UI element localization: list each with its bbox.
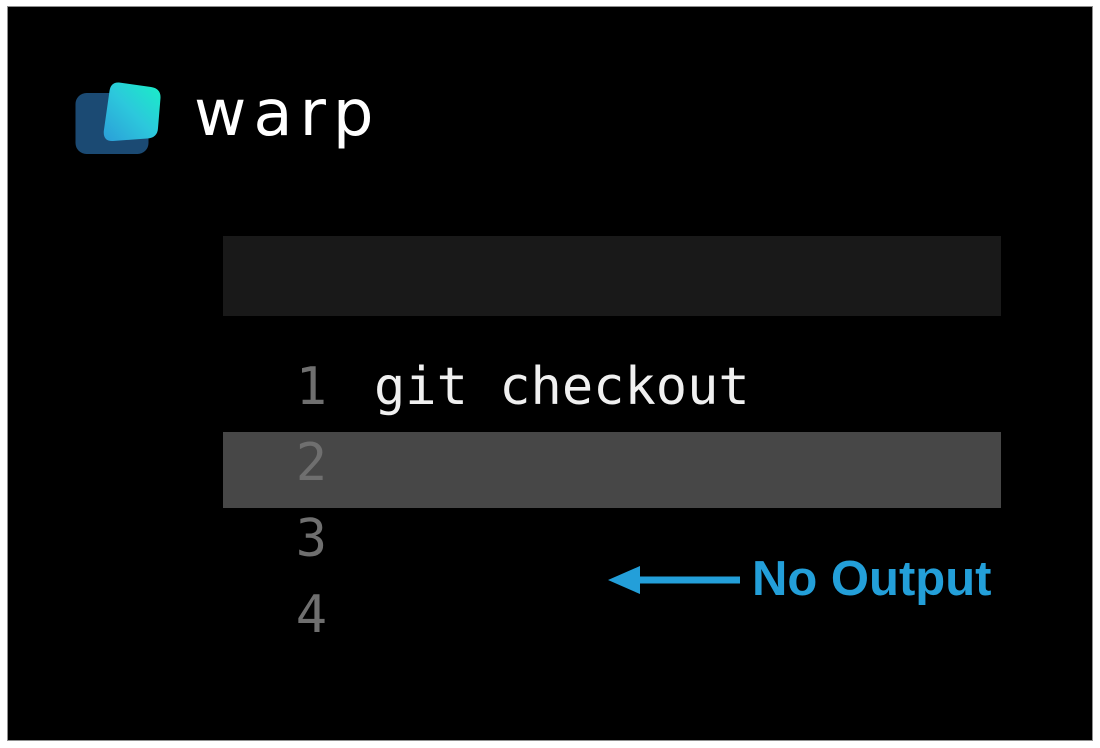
terminal-line-3[interactable]: 3 [223, 508, 1001, 584]
brand: warp [75, 71, 381, 165]
terminal-line-1[interactable]: 1 git checkout [223, 356, 1001, 432]
line-number: 1 [295, 357, 327, 417]
annotation-label: No Output [752, 552, 992, 606]
terminal-lines: 1 git checkout 2 3 4 [223, 356, 1001, 660]
brand-wordmark: warp [194, 77, 381, 151]
left-arrow-icon [608, 565, 740, 594]
command-input-bar[interactable] [223, 236, 1001, 316]
warp-logo-icon [75, 82, 161, 154]
no-output-annotation: No Output [606, 555, 991, 604]
terminal-line-2[interactable]: 2 [223, 432, 1001, 508]
line-number: 3 [295, 509, 327, 569]
line-number: 2 [295, 433, 327, 493]
terminal-panel: warp 1 git checkout 2 3 4 [7, 6, 1093, 741]
line-number: 4 [295, 585, 327, 645]
terminal-line-4[interactable]: 4 [223, 584, 1001, 660]
line-content: git checkout [374, 357, 750, 417]
